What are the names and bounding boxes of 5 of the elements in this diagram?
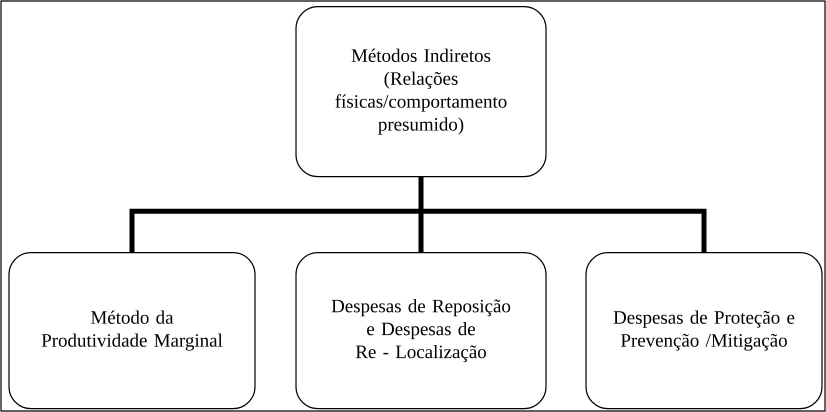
process-box: Métodos Indiretos (Relações físicas/comportamento presumido) <box>295 6 547 178</box>
process-box: Despesas de Reposição e Despesas de Re - Localização <box>295 252 547 410</box>
process-box: Despesas de Proteção e Prevenção /Mitigação <box>585 252 823 410</box>
process-box: Método da Produtividade Marginal <box>8 252 256 410</box>
connector-line <box>418 177 706 252</box>
